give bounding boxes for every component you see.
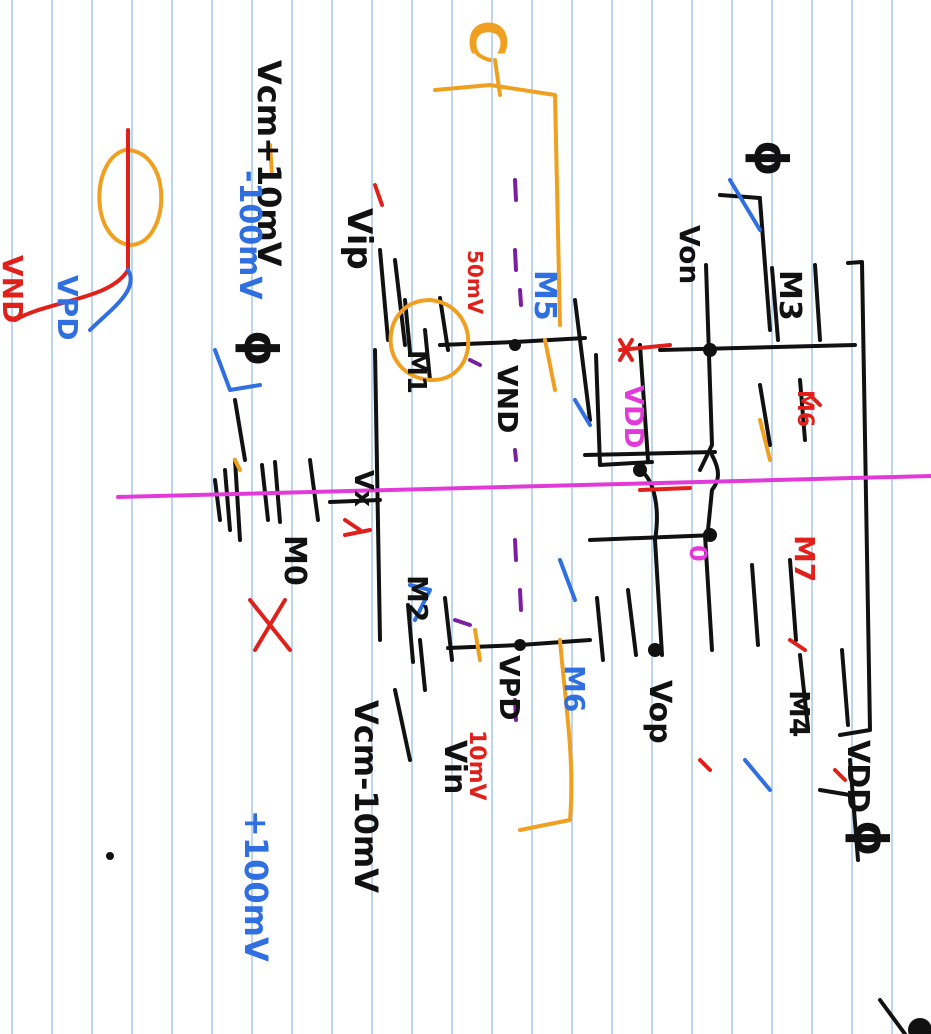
m6-right-body [595,588,638,662]
vin-label: Vin [437,740,472,794]
vdd-top-label: VDD [840,740,875,813]
m0-label: M0 [277,535,312,586]
center-arrow [638,486,692,492]
m7-label: M7 [788,535,821,582]
phase-circle [97,148,164,247]
blue-tick-top [728,178,762,232]
phi-bot-label: ϕ [844,820,898,857]
right-drain-bus [588,533,717,542]
vnd-small-label: VND [0,255,29,323]
v50mv-label: 50mV [463,250,487,315]
orange-ticks [233,338,772,662]
cap-symbol [471,26,502,97]
vop-node [653,533,714,657]
vpd-label: VPD [493,655,526,720]
m3-body [770,263,822,342]
m5-gate [573,298,592,422]
von-dot [703,343,717,357]
von-arrow [618,338,672,362]
vx-to-m0 [328,498,382,504]
left-drain-bus [583,450,717,457]
blue-annotations [88,178,772,792]
x-mark-lines [248,598,292,652]
blue-arrow-m2 [408,583,432,622]
circuit-wiring [213,193,872,862]
m7-body [750,558,798,647]
m5-label: M5 [527,270,562,321]
c-label: C [458,20,516,57]
phi-mid-label: ϕ [234,330,288,367]
vin-lead [393,688,412,762]
vx-label: Vx [348,470,378,507]
cap-left-wire [433,83,562,327]
m4-body [798,648,850,730]
ground-symbol [213,458,242,542]
zero-label: 0 [684,545,712,562]
center-dot [633,463,647,477]
vcm-minus-label: Vcm-10mV [347,700,385,893]
labels-layer: ϕ ϕ ϕ VDD VDD Von Vop VND VPD Vx Vip Vin… [0,20,898,962]
vdd-bus [658,343,857,352]
minus-100mv-bar [268,143,274,177]
x-mark-label: X [240,599,241,601]
circuit-nodes [106,339,717,860]
vop-label: Vop [642,680,677,744]
m2-label: M2 [401,575,434,622]
vdd-center-label: VDD [618,385,648,448]
m0-gate [233,398,247,462]
orange-annotations [97,26,772,832]
von-node [698,263,714,472]
vx-arrow [343,518,372,537]
purple-dashes [453,178,523,722]
m1-circle [388,298,471,383]
blue-arrow-m5 [558,558,577,602]
m6-body [758,378,807,447]
plus-100mv-label: +100mV [237,810,275,962]
m6-mid-label: M6 [792,390,817,427]
notebook-ruling [11,0,893,1034]
right-node-dot [703,528,717,542]
phase-curve [13,128,130,322]
vop-dot [648,643,662,657]
m6-right-label: M6 [558,665,591,712]
m3-label: M3 [772,270,807,321]
stray-stroke [878,998,907,1034]
vdd-rail [838,260,872,737]
stray-dot [106,852,114,860]
m5-body [594,343,654,467]
red-ticks [698,393,847,782]
blue-tick-m1 [573,398,592,427]
minus-100mv-label: -100mV [232,170,267,300]
m3-gate [718,193,772,332]
phi-top-label: ϕ [744,140,798,177]
blue-tick-left [213,348,262,392]
stray-blob [908,1018,931,1034]
v10mv-label: 10mV [464,730,489,801]
vnd-label: VND [491,365,524,433]
red-annotations [13,128,847,782]
symmetry-line [116,474,931,499]
vip-label: Vip [339,208,379,270]
m1-label: M1 [401,350,431,394]
m1-gate [393,258,407,347]
vip-mark [373,183,384,207]
vpd-curve [88,268,133,332]
cap-right-wire [518,638,574,832]
von-label: Von [673,225,706,284]
stray-marks [878,998,931,1034]
vnd-dot [509,339,521,351]
vx-bus [373,348,382,642]
m4-gate [818,758,860,862]
blue-tick-m6 [743,758,772,792]
vip-lead [378,248,390,342]
m4-label: M4 [783,690,816,737]
vpd-small-label: VPD [51,275,84,340]
vpd-dot [514,639,526,651]
vcm-plus-label: Vcm+10mV [250,60,288,267]
